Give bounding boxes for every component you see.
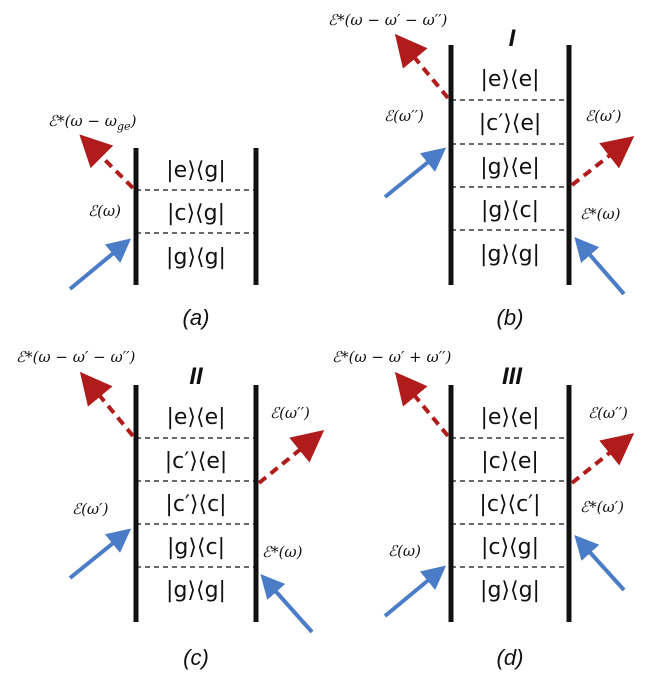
state-label: |c⟩⟨e|: [481, 449, 539, 474]
field-label: ℰ(ω′′): [384, 107, 424, 125]
absorption-arrow: [574, 535, 626, 592]
field-label: ℰ*(ω): [580, 205, 621, 223]
panel-caption: (d): [497, 645, 524, 670]
emission-arrow: [394, 33, 450, 100]
field-label: ℰ(ω′): [72, 500, 109, 518]
panel-a: |e⟩⟨g| |c⟩⟨g| |g⟩⟨g| ℰ*(ω − ωge) ℰ(ω) (a…: [48, 112, 259, 330]
absorption-arrow: [383, 565, 447, 618]
panel-caption: (c): [183, 645, 209, 670]
emission-arrow: [570, 432, 635, 485]
state-label: |e⟩⟨e|: [166, 405, 225, 430]
field-label: ℰ*(ω − ω′ + ω′′): [332, 348, 452, 366]
state-label: |g⟩⟨e|: [480, 155, 540, 180]
panel-caption: (a): [183, 305, 210, 330]
emission-arrow: [257, 429, 325, 485]
state-label: |g⟩⟨c|: [167, 535, 225, 560]
absorption-arrow: [383, 147, 447, 199]
panel-c: |e⟩⟨e| |c′⟩⟨e| |c′⟩⟨c| |g⟩⟨c| |g⟩⟨g| II …: [16, 348, 325, 670]
field-label: ℰ(ω): [388, 542, 421, 560]
state-label: |g⟩⟨c|: [481, 198, 539, 223]
state-label: |g⟩⟨g|: [480, 578, 540, 603]
field-label: ℰ(ω): [88, 202, 121, 220]
state-label: |e⟩⟨e|: [480, 405, 539, 430]
panel-b: |e⟩⟨e| |c′⟩⟨e| |g⟩⟨e| |g⟩⟨c| |g⟩⟨g| I ℰ*…: [328, 11, 635, 330]
state-label: |g⟩⟨g|: [166, 578, 226, 603]
panel-d: |e⟩⟨e| |c⟩⟨e| |c⟩⟨c′| |c⟩⟨g| |g⟩⟨g| III …: [332, 348, 635, 670]
state-label: |g⟩⟨g|: [166, 245, 226, 270]
field-label: ℰ(ω′): [585, 107, 622, 125]
state-label: |g⟩⟨g|: [480, 242, 540, 267]
absorption-arrow: [260, 574, 314, 634]
absorption-arrow: [68, 238, 132, 291]
diagram-number: III: [502, 363, 523, 390]
field-label: ℰ(ω′′): [270, 404, 310, 422]
panel-caption: (b): [497, 305, 524, 330]
state-label: |e⟩⟨e|: [480, 67, 539, 92]
absorption-arrow: [574, 236, 626, 296]
field-label: ℰ*(ω′): [580, 498, 624, 516]
field-label: ℰ*(ω − ωge): [48, 112, 137, 133]
state-label: |c⟩⟨g|: [167, 201, 225, 226]
state-label: |c⟩⟨c′|: [479, 492, 540, 517]
state-label: |c′⟩⟨c|: [165, 492, 226, 517]
emission-arrow: [79, 371, 135, 438]
diagram-number: I: [509, 25, 517, 52]
field-label: ℰ(ω′′): [588, 404, 628, 422]
state-label: |e⟩⟨g|: [166, 158, 226, 183]
state-label: |c⟩⟨g|: [481, 535, 539, 560]
state-label: |c′⟩⟨e|: [165, 449, 228, 474]
field-label: ℰ*(ω): [262, 543, 303, 561]
absorption-arrow: [68, 528, 132, 580]
emission-arrow: [79, 134, 135, 190]
emission-arrow: [570, 136, 635, 187]
field-label: ℰ*(ω − ω′ − ω′′): [328, 11, 448, 29]
emission-arrow: [394, 371, 450, 438]
state-label: |c′⟩⟨e|: [479, 111, 542, 136]
field-label: ℰ*(ω − ω′ − ω′′): [16, 348, 136, 366]
diagram-number: II: [189, 363, 204, 390]
